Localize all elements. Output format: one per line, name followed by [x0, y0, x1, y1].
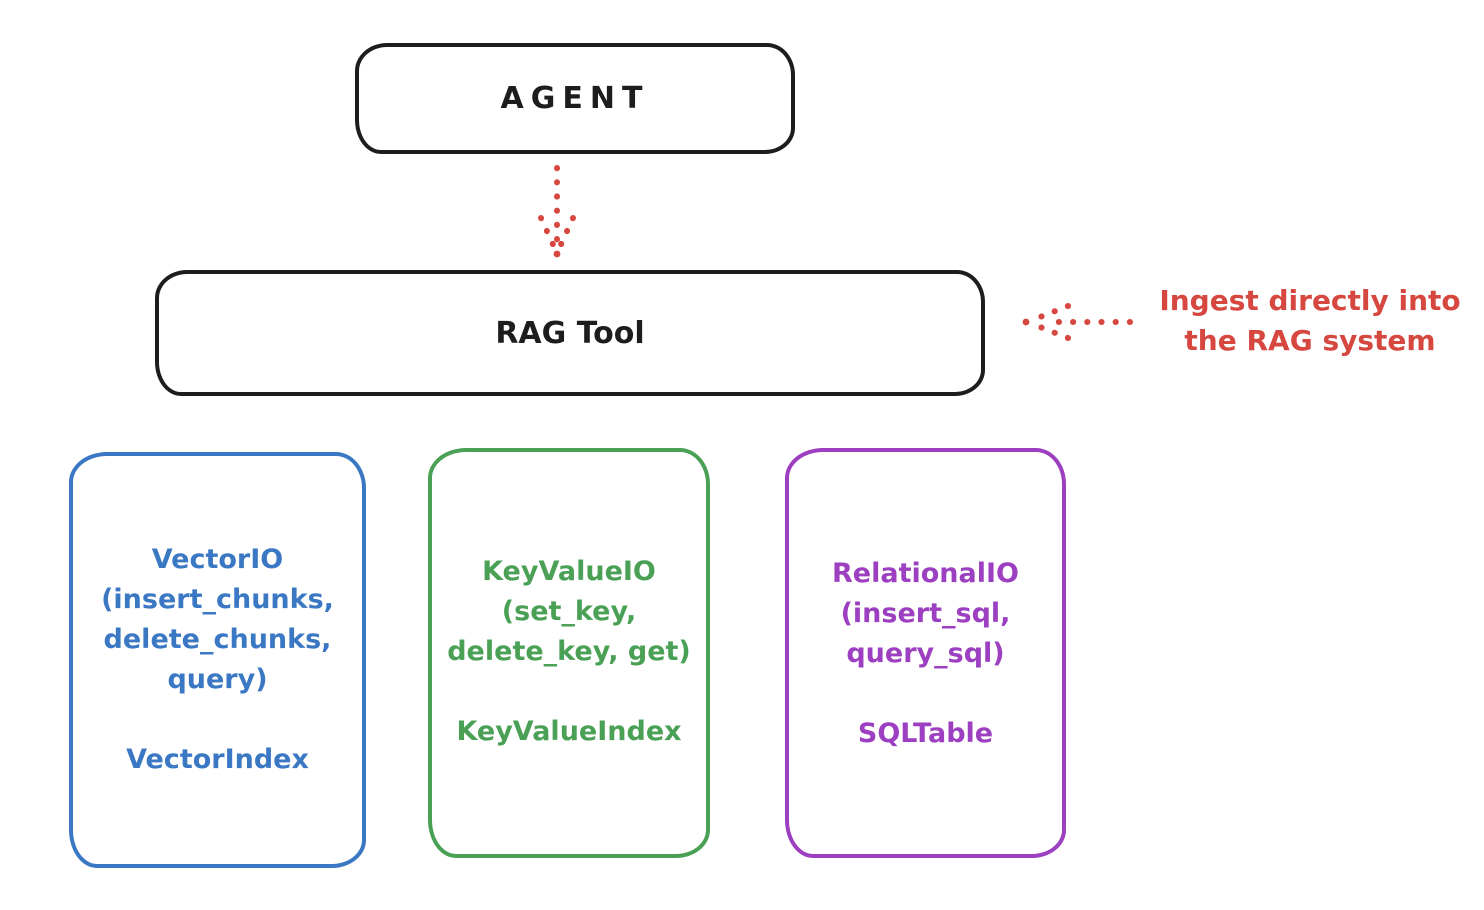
ingest-annotation-line1: Ingest directly into [1159, 284, 1461, 317]
arrow-tip-dot [1022, 318, 1030, 326]
key-value-io-line: delete_key, get) [447, 636, 691, 667]
rag-tool-label: RAG Tool [495, 315, 645, 351]
ingest-annotation-line2: the RAG system [1184, 324, 1436, 357]
node-relational-io: RelationalIO (insert_sql, query_sql) SQL… [785, 448, 1066, 858]
vector-io-line: query) [167, 664, 268, 695]
agent-label: AGENT [500, 81, 650, 116]
vector-index-label: VectorIndex [126, 744, 309, 775]
vector-io-line: VectorIO [151, 544, 284, 575]
key-value-io-line: (set_key, [501, 596, 637, 627]
arrow-head-bottom-wing [1027, 320, 1071, 341]
key-value-index-label: KeyValueIndex [456, 716, 682, 747]
node-vector-io: VectorIO (insert_chunks, delete_chunks, … [69, 452, 366, 868]
arrow-head-top-wing [1027, 303, 1071, 324]
vector-io-line: (insert_chunks, [101, 584, 334, 615]
arrow-ingest-to-rag-icon [1022, 303, 1133, 341]
key-value-io-line: KeyValueIO [482, 556, 656, 587]
arrow-head-left-wing [538, 215, 559, 254]
vector-io-line: delete_chunks, [103, 624, 332, 655]
relational-io-line: (insert_sql, [840, 598, 1011, 629]
ingest-annotation: Ingest directly into the RAG system [1140, 281, 1480, 361]
relational-io-line: RelationalIO [832, 558, 1019, 589]
sql-table-label: SQLTable [857, 718, 994, 749]
arrow-agent-to-rag-icon [538, 165, 576, 258]
node-key-value-io: KeyValueIO (set_key, delete_key, get) Ke… [428, 448, 710, 858]
arrow-tip-dot [553, 250, 561, 258]
node-agent: AGENT [355, 43, 795, 154]
arrow-head-right-wing [555, 215, 576, 254]
relational-io-line: query_sql) [846, 638, 1005, 669]
node-rag-tool: RAG Tool [155, 270, 985, 396]
